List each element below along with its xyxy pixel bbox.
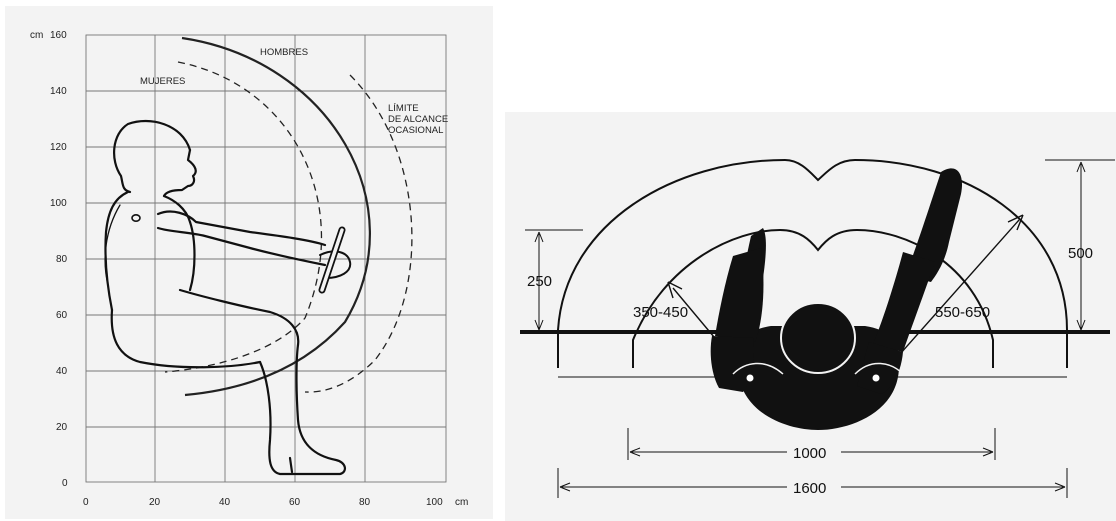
men-reach-arc bbox=[181, 36, 371, 397]
men-label: HOMBRES bbox=[260, 47, 308, 58]
x-tick: 80 bbox=[359, 497, 371, 508]
y-tick: 40 bbox=[56, 366, 68, 377]
limit-label-line1: LÍMITE bbox=[388, 103, 419, 114]
seated-person-figure bbox=[104, 120, 352, 476]
y-unit-label: cm bbox=[30, 30, 43, 41]
y-tick: 120 bbox=[50, 142, 67, 153]
y-tick: 0 bbox=[62, 478, 68, 489]
dim-1000-label: 1000 bbox=[793, 445, 826, 462]
x-tick: 20 bbox=[149, 497, 161, 508]
x-tick: 40 bbox=[219, 497, 231, 508]
dim-500-label: 500 bbox=[1068, 245, 1093, 262]
outer-reach-boundary bbox=[557, 158, 1068, 368]
seated-reach-svg: cm 160 140 120 100 80 60 40 20 0 0 20 40… bbox=[5, 6, 493, 519]
x-tick: 100 bbox=[426, 497, 443, 508]
y-tick: 160 bbox=[50, 30, 67, 41]
women-label: MUJERES bbox=[140, 76, 185, 87]
x-tick: 0 bbox=[83, 497, 89, 508]
operator-top-view-figure bbox=[710, 168, 963, 430]
occasional-reach-limit-arc bbox=[304, 74, 413, 393]
reach-350-450-label: 350-450 bbox=[633, 304, 688, 321]
y-tick: 20 bbox=[56, 422, 68, 433]
y-tick: 140 bbox=[50, 86, 67, 97]
limit-label-line3: OCASIONAL bbox=[388, 125, 443, 136]
width-dimension-1000 bbox=[627, 428, 996, 460]
x-tick: 60 bbox=[289, 497, 301, 508]
reach-grid bbox=[85, 34, 447, 483]
dim-250-label: 250 bbox=[527, 273, 552, 290]
shoulder-joint-marker bbox=[131, 214, 141, 223]
left-background bbox=[5, 6, 493, 519]
workspace-plan-diagram: 500 250 350-450 550-650 bbox=[505, 112, 1116, 521]
y-tick: 80 bbox=[56, 254, 68, 265]
women-reach-arc bbox=[164, 61, 323, 373]
x-unit-label: cm bbox=[455, 497, 468, 508]
seated-reach-diagram: cm 160 140 120 100 80 60 40 20 0 0 20 40… bbox=[0, 0, 500, 521]
reach-550-650-label: 550-650 bbox=[935, 304, 990, 321]
dim-1600-label: 1600 bbox=[793, 480, 826, 497]
limit-label-line2: DE ALCANCE bbox=[388, 114, 448, 125]
workspace-plan-svg: 500 250 350-450 550-650 bbox=[505, 112, 1116, 521]
height-dimension-250 bbox=[525, 229, 583, 331]
y-tick: 100 bbox=[50, 198, 67, 209]
y-tick: 60 bbox=[56, 310, 68, 321]
height-dimension-500 bbox=[1045, 159, 1115, 331]
width-dimension-1600 bbox=[557, 468, 1068, 498]
grip-handle-icon bbox=[318, 226, 346, 294]
